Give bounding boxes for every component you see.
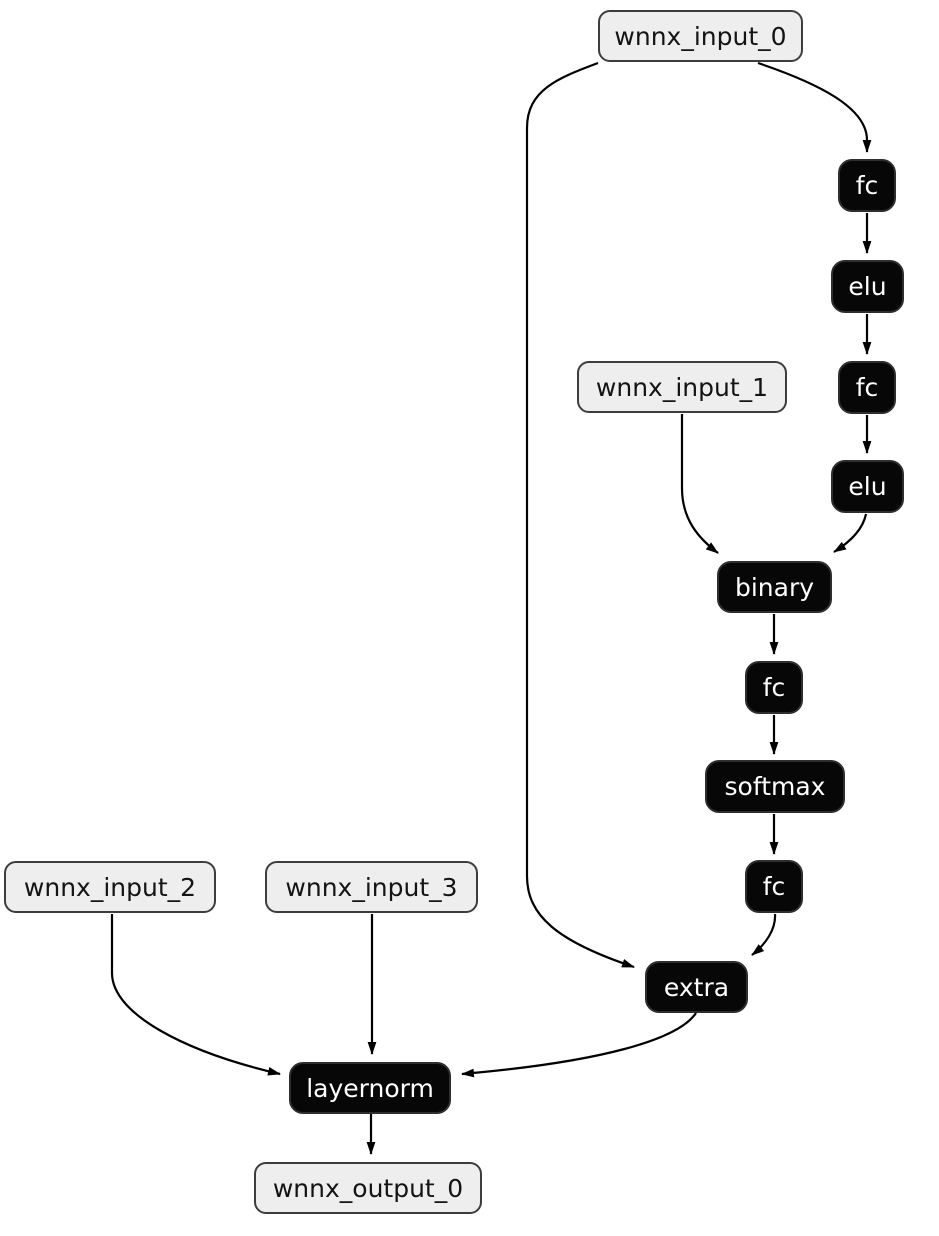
node-wnnx-input-1[interactable]: wnnx_input_1 xyxy=(577,361,787,413)
node-wnnx-input-3[interactable]: wnnx_input_3 xyxy=(265,861,478,913)
node-label: wnnx_output_0 xyxy=(272,1173,464,1203)
node-label: wnnx_input_0 xyxy=(614,21,787,51)
node-label: elu xyxy=(848,272,887,301)
node-label: softmax xyxy=(724,772,826,801)
node-softmax[interactable]: softmax xyxy=(705,760,845,813)
node-label: fc xyxy=(762,673,786,702)
edge-input2-layernorm xyxy=(110,914,281,1076)
node-fc-3[interactable]: fc xyxy=(745,661,803,714)
edge-input1-binary xyxy=(680,414,719,554)
node-elu-1[interactable]: elu xyxy=(831,260,904,313)
node-wnnx-input-2[interactable]: wnnx_input_2 xyxy=(4,861,216,913)
node-binary[interactable]: binary xyxy=(717,561,832,613)
edge-input0-fc1 xyxy=(757,61,872,153)
node-fc-2[interactable]: fc xyxy=(838,361,896,414)
node-wnnx-output-0[interactable]: wnnx_output_0 xyxy=(254,1162,482,1214)
node-fc-1[interactable]: fc xyxy=(838,159,896,212)
node-label: elu xyxy=(848,472,887,501)
node-label: fc xyxy=(855,171,879,200)
edge-elu2-binary xyxy=(833,513,868,553)
edge-fc4-extra xyxy=(751,913,777,956)
node-label: wnnx_input_2 xyxy=(23,872,197,902)
node-label: wnnx_input_3 xyxy=(285,872,458,902)
node-label: fc xyxy=(855,373,879,402)
node-label: extra xyxy=(663,972,730,1002)
node-wnnx-input-0[interactable]: wnnx_input_0 xyxy=(598,10,803,62)
node-layernorm[interactable]: layernorm xyxy=(289,1062,451,1114)
edge-input0-extra xyxy=(525,61,635,969)
node-fc-4[interactable]: fc xyxy=(745,860,803,913)
node-extra[interactable]: extra xyxy=(645,961,748,1013)
node-label: layernorm xyxy=(306,1073,434,1103)
node-elu-2[interactable]: elu xyxy=(831,460,904,513)
node-label: fc xyxy=(762,872,786,901)
edge-extra-layernorm xyxy=(461,1012,697,1078)
node-label: binary xyxy=(734,572,815,602)
node-label: wnnx_input_1 xyxy=(595,372,769,402)
